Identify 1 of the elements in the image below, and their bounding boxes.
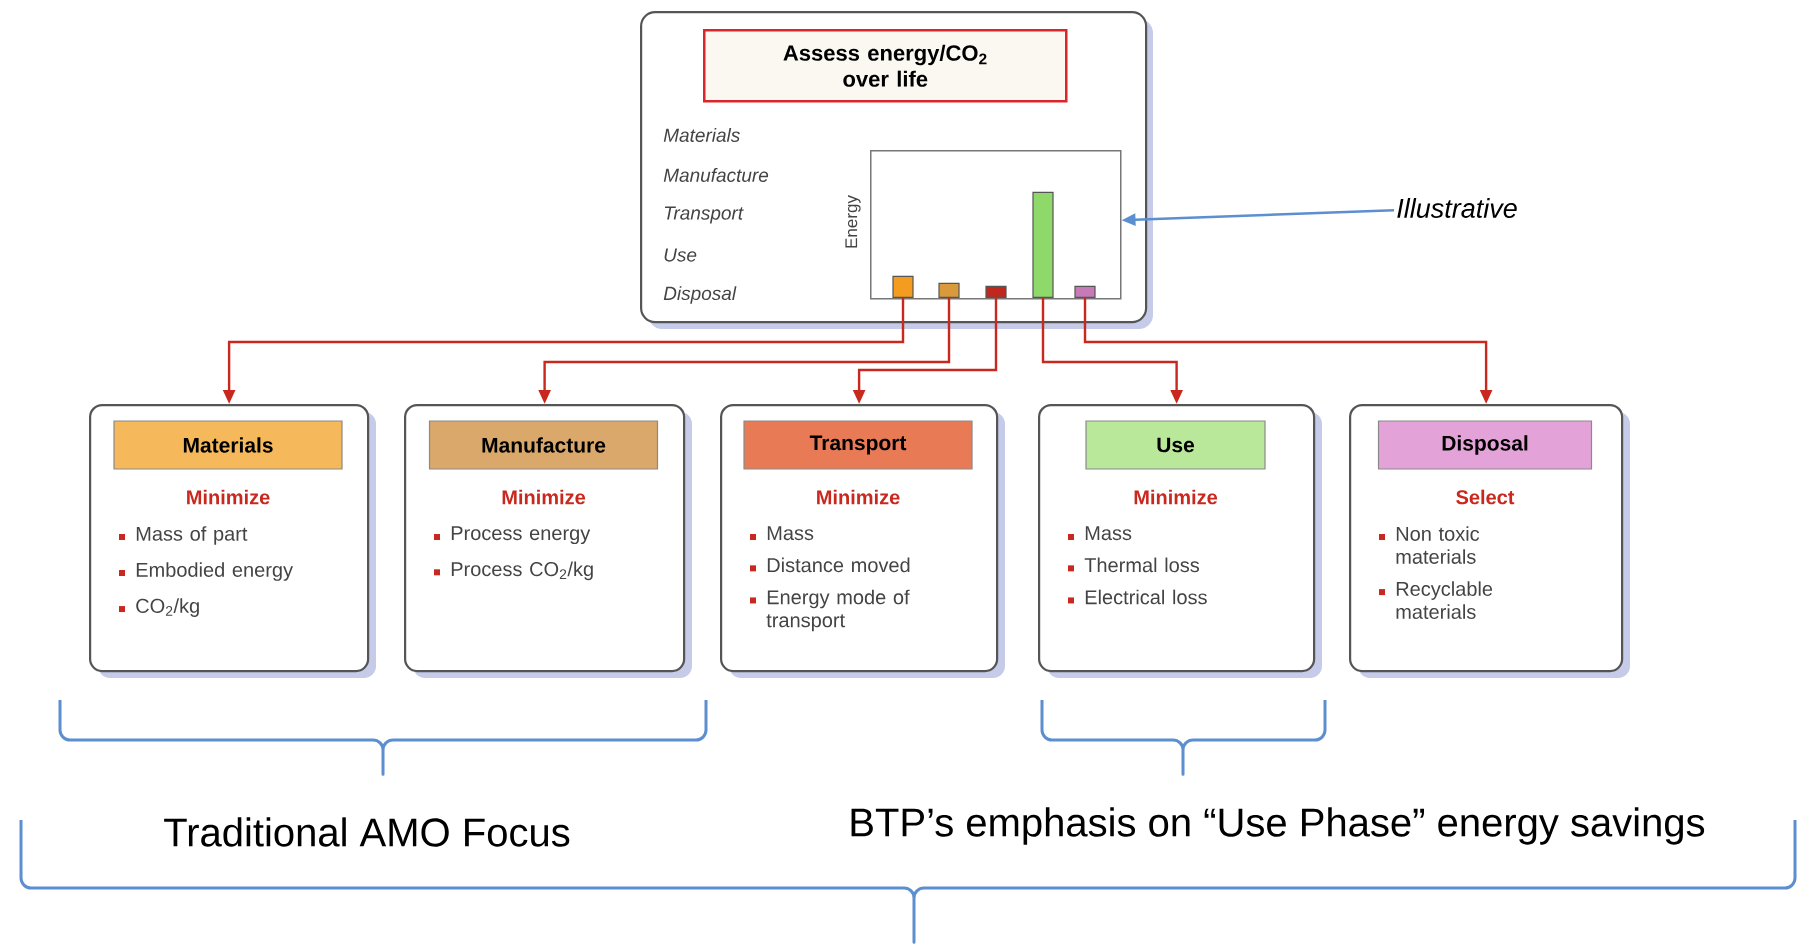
callout-text: Illustrative	[1397, 198, 1517, 218]
